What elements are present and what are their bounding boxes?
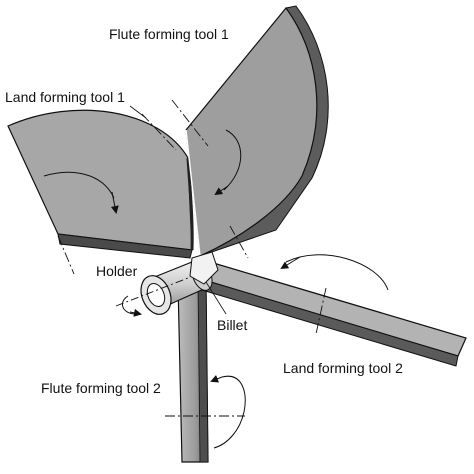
flute-forming-tool-1-shape	[171, 5, 329, 259]
land-tool-1-leader	[129, 105, 147, 119]
label-billet: Billet	[217, 317, 248, 333]
label-land-forming-tool-2: Land forming tool 2	[283, 360, 403, 376]
land-forming-tool-1-shape	[7, 109, 194, 275]
label-holder: Holder	[96, 263, 138, 279]
flute-forming-tool-2-shape	[165, 282, 246, 463]
billet-shape	[189, 251, 227, 315]
label-flute-forming-tool-1: Flute forming tool 1	[109, 26, 229, 42]
label-land-forming-tool-1: Land forming tool 1	[5, 89, 125, 105]
land-forming-tool-2-shape	[201, 254, 467, 367]
label-flute-forming-tool-2: Flute forming tool 2	[41, 380, 161, 396]
